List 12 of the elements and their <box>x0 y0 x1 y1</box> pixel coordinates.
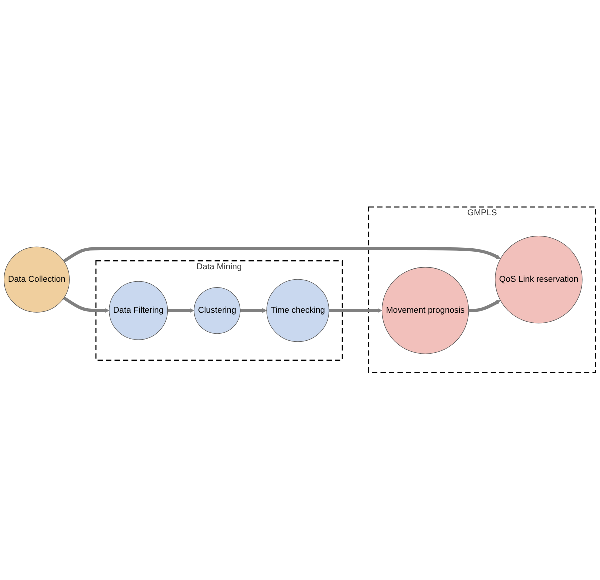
node-circle: QoS Link reservation <box>495 236 583 324</box>
node-circle: Movement prognosis <box>382 267 470 354</box>
arrow <box>240 308 268 314</box>
node-circle: Data Collection <box>4 246 70 313</box>
node-circle: Data Filtering <box>109 281 168 340</box>
arrow <box>63 247 501 263</box>
arrow <box>468 300 501 312</box>
node-circle: Clustering <box>194 287 241 334</box>
node-circle: Time checking <box>266 279 330 342</box>
arrow <box>63 296 110 314</box>
arrow <box>329 308 382 314</box>
arrow <box>168 308 195 314</box>
